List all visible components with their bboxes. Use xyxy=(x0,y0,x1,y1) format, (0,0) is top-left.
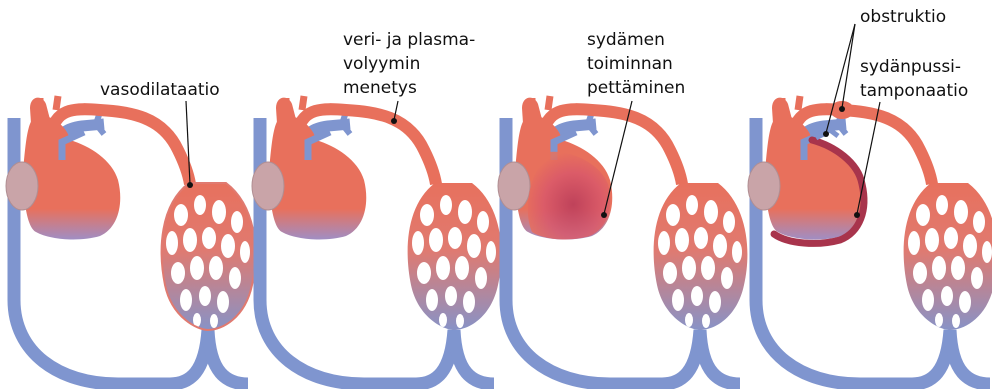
label-heart-failure-line-3: pettäminen xyxy=(587,78,685,98)
label-heart-failure-line-1: sydämen xyxy=(587,30,665,50)
panel-obstruction-tamponade xyxy=(748,96,992,384)
label-volume-loss-line-1: veri- ja plasma- xyxy=(343,30,475,50)
label-volume-loss-line-2: volyymin xyxy=(343,54,420,74)
label-volume-loss-line-3: menetys xyxy=(343,78,417,98)
label-tamponade-line-2: tamponaatio xyxy=(860,81,968,101)
label-tamponade-line-1: sydänpussi- xyxy=(860,57,961,77)
label-vasodilatation-line-1: vasodilataatio xyxy=(100,80,220,100)
label-heart-failure-line-2: toiminnan xyxy=(587,54,673,74)
label-obstruction: obstruktio xyxy=(860,7,946,27)
